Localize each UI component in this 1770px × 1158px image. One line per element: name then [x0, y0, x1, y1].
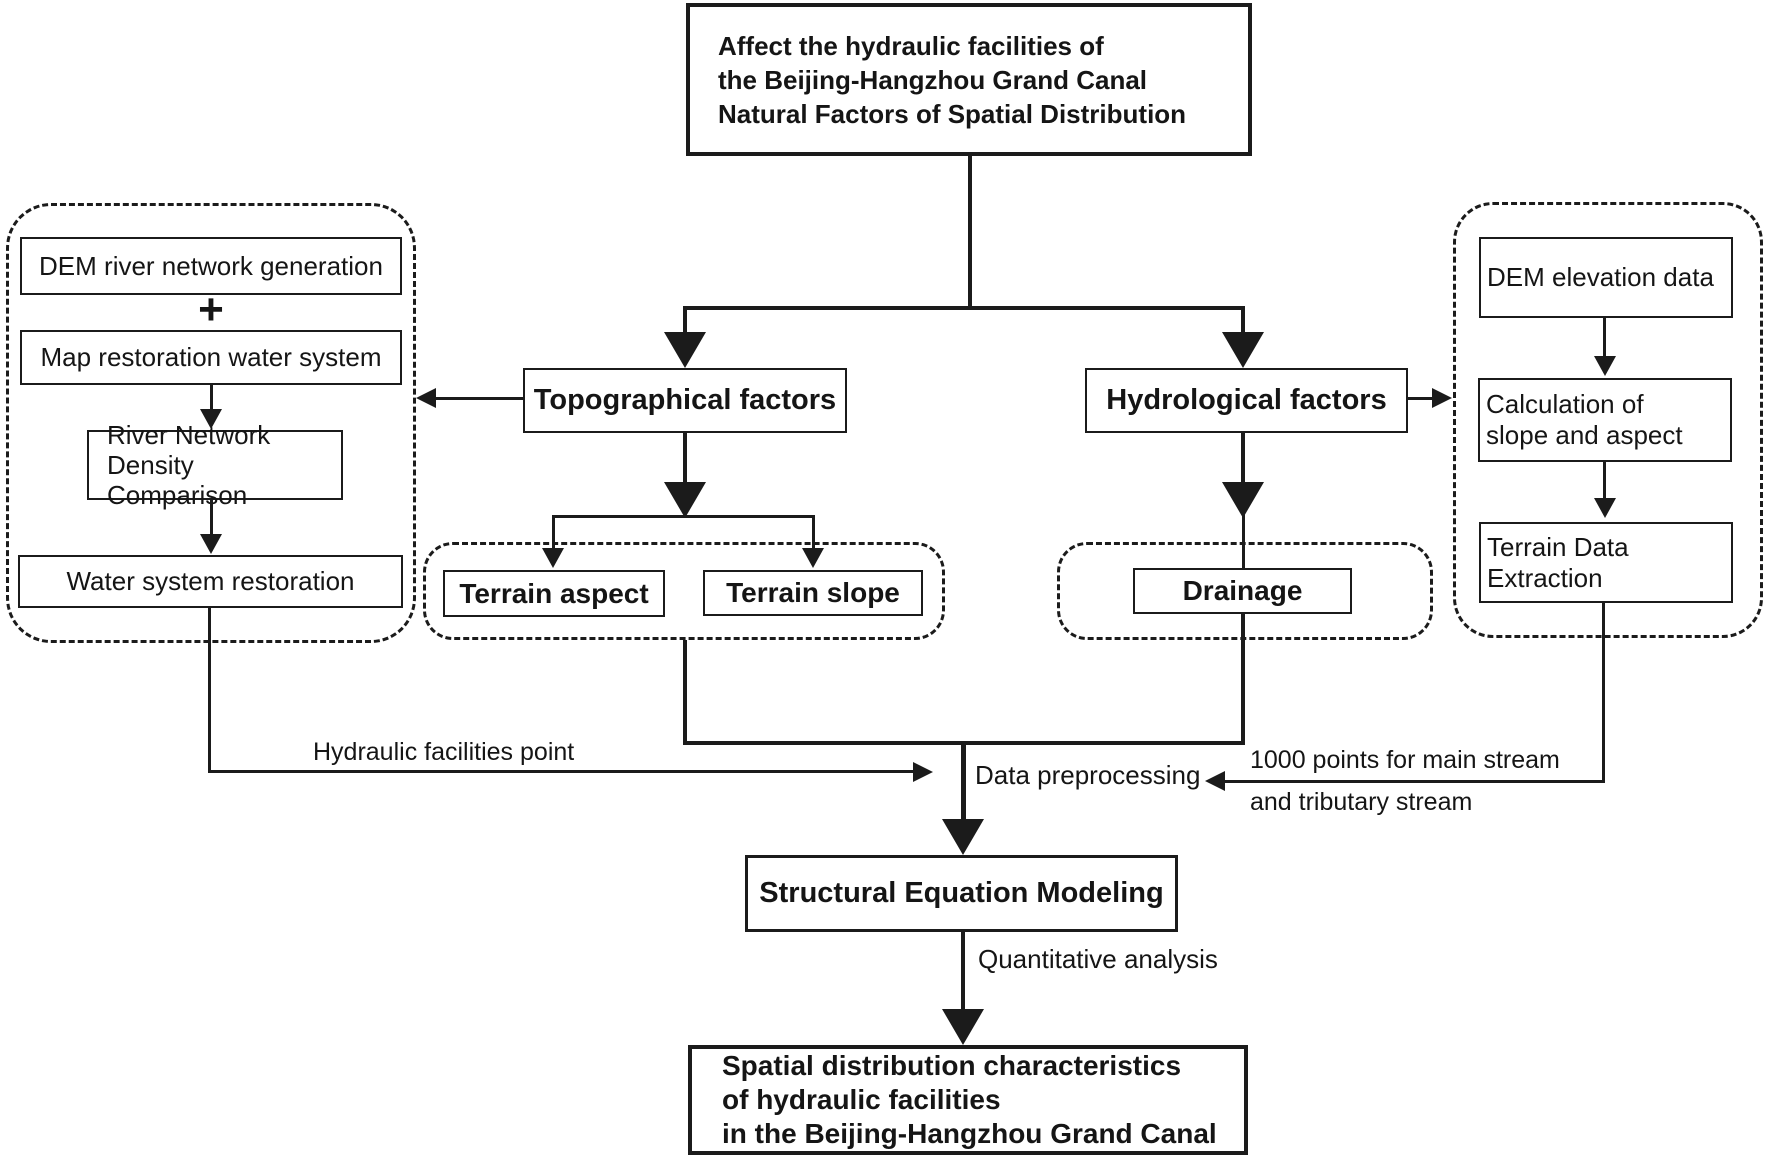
dem-elevation-label: DEM elevation data — [1487, 262, 1714, 292]
arrowhead-to-terrain-slope — [802, 548, 824, 568]
calc-line-1: Calculation of — [1486, 389, 1644, 419]
arrowhead-hydro-down — [1222, 482, 1264, 518]
arrowhead-to-density — [200, 409, 222, 429]
map-restoration-label: Map restoration water system — [40, 342, 382, 372]
connector-topo-to-leftgroup — [434, 397, 523, 400]
connector-terrain-left-stub — [552, 515, 555, 550]
arrowhead-to-rightgroup — [1432, 388, 1452, 408]
drainage-label: Drainage — [1182, 575, 1303, 606]
topographical-factors-box: Topographical factors — [523, 368, 847, 433]
river-density-line-2: Density Comparison — [107, 450, 248, 510]
title-box: Affect the hydraulic facilities of the B… — [686, 3, 1252, 156]
connector-extraction-down — [1602, 603, 1605, 783]
arrowhead-to-sem — [942, 819, 984, 855]
calc-line-2: slope and aspect — [1486, 420, 1683, 450]
result-line-1: Spatial distribution characteristics — [722, 1050, 1182, 1081]
arrowhead-to-extract — [1594, 498, 1616, 518]
title-line-1: Affect the hydraulic facilities of — [718, 30, 1104, 61]
connector-density-to-water — [210, 500, 213, 536]
connector-title-riser — [968, 155, 972, 308]
calc-slope-aspect-box: Calculation of slope and aspect — [1478, 378, 1732, 462]
arrowhead-to-leftgroup — [416, 388, 436, 408]
river-density-box: River Network Density Comparison — [87, 420, 343, 510]
arrowhead-to-topographical — [664, 332, 706, 368]
connector-drainage-down — [1241, 613, 1245, 745]
connector-sem-down — [961, 932, 965, 1014]
arrowhead-to-terrain-aspect — [542, 548, 564, 568]
sem-label: Structural Equation Modeling — [759, 877, 1164, 909]
connector-topo-down — [683, 433, 687, 486]
quantitative-analysis-label: Quantitative analysis — [978, 944, 1218, 974]
terrain-group-container — [423, 542, 945, 640]
connector-hydraulic-point — [208, 770, 915, 773]
hydrological-factors-label: Hydrological factors — [1106, 384, 1387, 416]
connector-points — [1224, 780, 1605, 783]
arrowhead-to-hydrological — [1222, 332, 1264, 368]
connector-factor-split — [683, 306, 1245, 310]
arrowhead-hydraulic-point — [913, 762, 933, 782]
terrain-slope-label: Terrain slope — [726, 577, 900, 608]
points-label-line-2: and tributary stream — [1250, 788, 1473, 816]
sem-box: Structural Equation Modeling — [745, 855, 1178, 932]
connector-calc-to-extract — [1603, 462, 1606, 500]
terrain-aspect-box: Terrain aspect — [443, 570, 665, 617]
terrain-extraction-box: Terrain Data Extraction — [1479, 522, 1733, 603]
result-line-2: of hydraulic facilities — [722, 1084, 1001, 1115]
drainage-box: Drainage — [1133, 568, 1352, 614]
water-restoration-label: Water system restoration — [66, 566, 355, 596]
connector-split-right-stub — [1241, 306, 1245, 336]
arrowhead-to-calc — [1594, 356, 1616, 376]
connector-hydro-to-rightgroup — [1408, 397, 1434, 400]
extract-line-2: Extraction — [1487, 562, 1603, 593]
title-line-3: Natural Factors of Spatial Distribution — [718, 98, 1187, 129]
arrowhead-points — [1205, 771, 1225, 791]
right-group-container — [1453, 202, 1763, 638]
map-restoration-box: Map restoration water system — [20, 330, 402, 385]
connector-split-left-stub — [683, 306, 687, 336]
arrowhead-to-bottom — [942, 1009, 984, 1045]
left-group-container — [6, 203, 416, 643]
topographical-factors-label: Topographical factors — [533, 384, 837, 416]
points-label-line-1: 1000 points for main stream — [1250, 746, 1560, 774]
connector-terrain-split — [552, 515, 815, 518]
hydrological-factors-box: Hydrological factors — [1085, 368, 1408, 433]
dem-river-network-box: DEM river network generation — [20, 237, 402, 295]
hydraulic-point-label: Hydraulic facilities point — [313, 738, 575, 766]
result-line-3: in the Beijing-Hangzhou Grand Canal — [722, 1118, 1217, 1149]
drainage-group-container — [1057, 542, 1433, 640]
connector-water-restoration-down — [208, 608, 211, 773]
plus-symbol: + — [198, 285, 224, 334]
connector-hydro-down — [1241, 433, 1245, 486]
dem-elevation-box: DEM elevation data — [1479, 237, 1733, 318]
terrain-aspect-label: Terrain aspect — [459, 577, 649, 609]
arrowhead-to-water-restoration — [200, 534, 222, 554]
connector-preprocessing-drop — [961, 741, 966, 823]
connector-terrain-group-down — [683, 640, 687, 744]
result-box: Spatial distribution characteristics of … — [688, 1045, 1248, 1155]
connector-map-to-density — [210, 385, 213, 412]
extract-line-1: Terrain Data — [1487, 531, 1629, 562]
connector-elevation-to-calc — [1603, 318, 1606, 358]
data-preprocessing-label: Data preprocessing — [975, 760, 1201, 790]
river-density-line-1: River Network — [107, 420, 271, 450]
dem-river-network-label: DEM river network generation — [39, 250, 383, 281]
water-restoration-box: Water system restoration — [18, 555, 403, 608]
arrowhead-topo-down — [664, 482, 706, 518]
terrain-slope-box: Terrain slope — [703, 570, 923, 616]
title-line-2: the Beijing-Hangzhou Grand Canal — [718, 64, 1148, 95]
connector-terrain-right-stub — [812, 515, 815, 550]
